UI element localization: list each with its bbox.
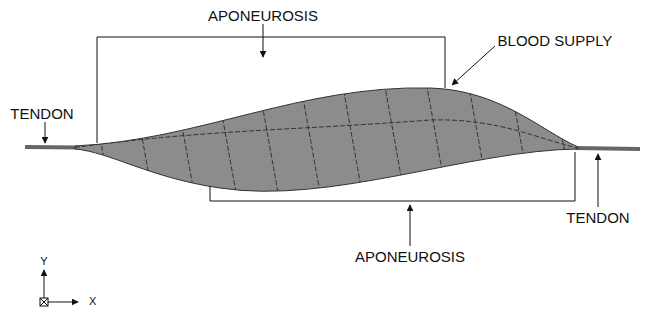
tendon-right	[575, 148, 640, 149]
muscle-belly	[75, 88, 578, 191]
leader-arrow	[598, 154, 599, 207]
tendon-left	[25, 145, 78, 150]
leader-arrow	[410, 205, 411, 246]
bracket	[97, 37, 445, 143]
part-label: TENDON	[10, 106, 73, 121]
axis-origin	[40, 298, 48, 306]
mesh-lines	[75, 70, 578, 215]
axis-origin	[40, 298, 48, 306]
leader-arrow	[263, 24, 264, 57]
axis-arrow	[48, 302, 78, 303]
bracket	[210, 152, 575, 201]
axis-label: Y	[40, 256, 47, 267]
axis-arrow	[44, 270, 45, 298]
part-label: TENDON	[566, 210, 629, 225]
axis-origin	[40, 298, 48, 306]
part-label: APONEUROSIS	[355, 249, 465, 264]
leader-arrow	[45, 122, 46, 143]
axis-label: X	[89, 296, 96, 307]
leader-arrow	[452, 46, 495, 85]
part-label: BLOOD SUPPLY	[498, 33, 613, 48]
part-label: APONEUROSIS	[208, 8, 318, 23]
